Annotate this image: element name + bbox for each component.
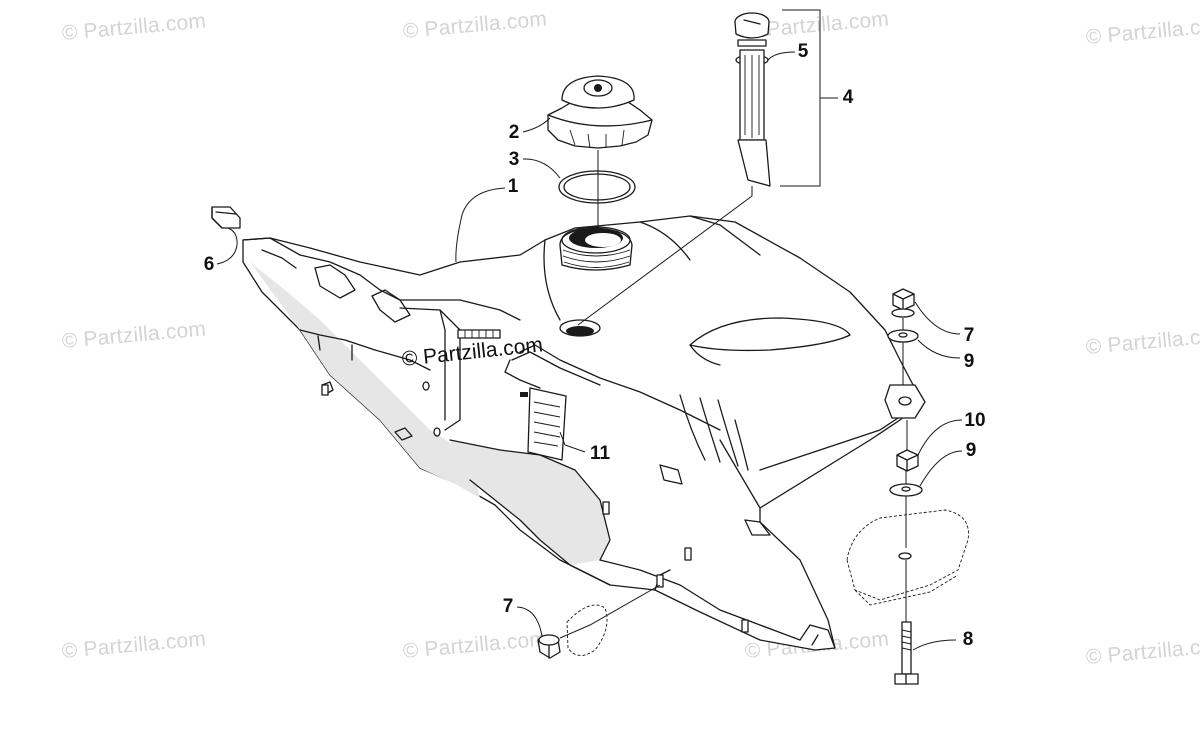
callout-7-upper: 7 <box>963 325 975 346</box>
fuel-cap <box>547 75 653 149</box>
callout-8: 8 <box>962 629 974 650</box>
washer-upper <box>887 318 919 385</box>
callout-2: 2 <box>508 122 520 143</box>
callout-9-lower: 9 <box>965 440 977 461</box>
callout-7-lower: 7 <box>502 596 514 617</box>
flange-nut-lower <box>537 584 661 659</box>
callout-leaders <box>216 9 963 651</box>
hex-nut <box>896 420 919 472</box>
fuel-tank <box>242 215 926 651</box>
callout-3: 3 <box>508 149 520 170</box>
callout-9-upper: 9 <box>963 351 975 372</box>
o-ring-gasket <box>558 150 636 226</box>
callout-5: 5 <box>797 41 809 62</box>
callout-6: 6 <box>203 254 215 275</box>
mount-plate <box>846 509 969 622</box>
callout-1: 1 <box>507 176 519 197</box>
callout-10: 10 <box>964 410 986 431</box>
retainer-clip <box>211 206 241 229</box>
flange-nut-upper <box>891 288 915 318</box>
callout-11: 11 <box>589 443 611 464</box>
bolt <box>894 621 919 685</box>
fuel-gauge-assembly <box>577 12 771 326</box>
washer-lower <box>889 471 923 548</box>
mount-studs <box>321 384 749 633</box>
callout-4: 4 <box>842 87 854 108</box>
